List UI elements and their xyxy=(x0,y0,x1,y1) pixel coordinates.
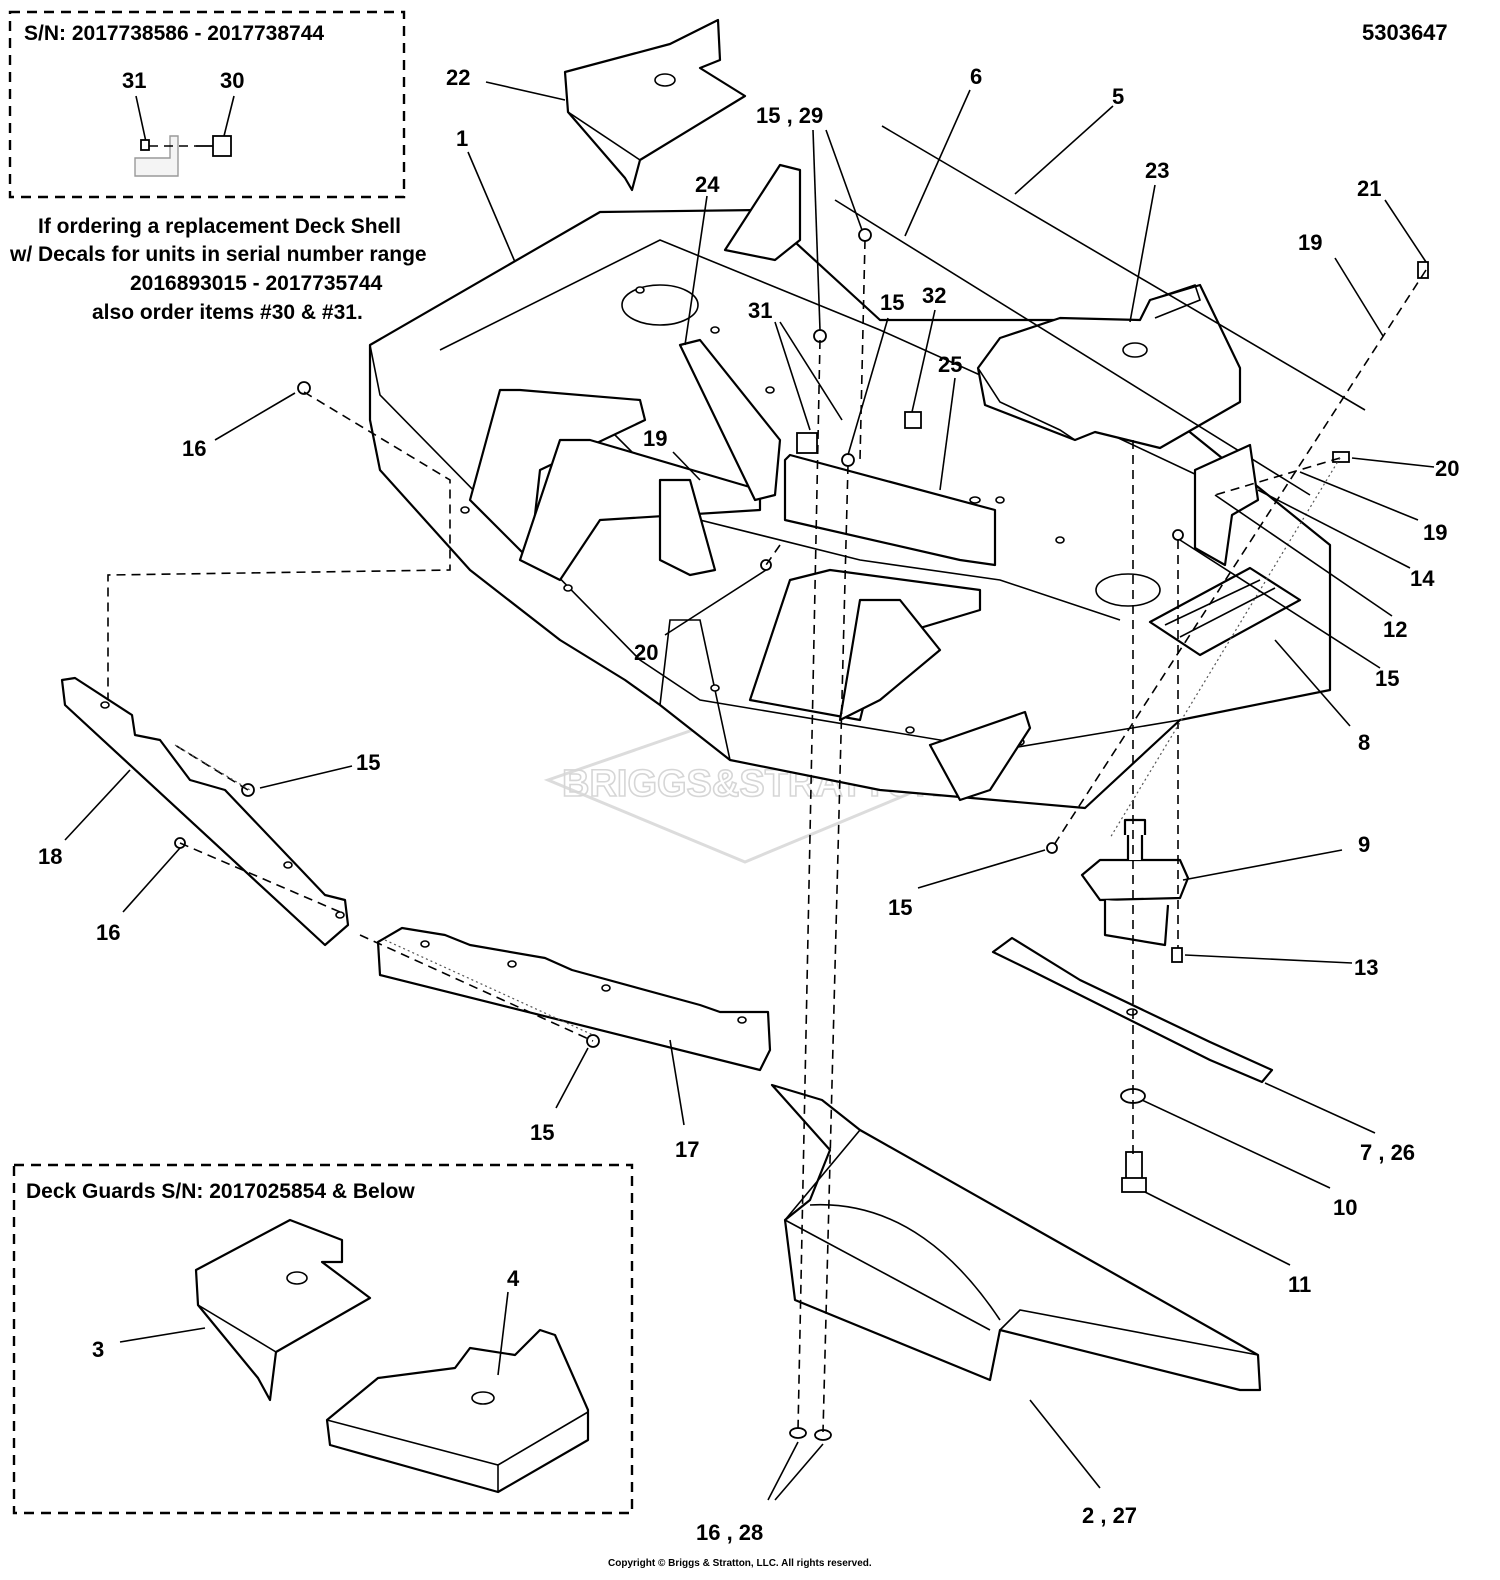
baffle-25 xyxy=(783,453,997,567)
callout-15-right: 15 xyxy=(1375,666,1399,691)
deck-guards-inset-border xyxy=(12,1163,634,1515)
rods-5-6 xyxy=(834,125,1366,496)
callout-32: 32 xyxy=(922,283,946,308)
diagram-number: 5303647 xyxy=(1362,20,1448,45)
callout-20-right: 20 xyxy=(1435,456,1459,481)
callout-labels: 22 1 24 15 , 29 6 5 23 21 19 31 15 32 25… xyxy=(38,64,1459,1545)
spindle-9 xyxy=(1080,818,1190,947)
callout-1: 1 xyxy=(456,126,468,151)
callout-16-left: 16 xyxy=(182,436,206,461)
serial-inset-title: S/N: 2017738586 - 2017738744 xyxy=(24,22,324,45)
bolt-13 xyxy=(1171,947,1183,963)
callout-17: 17 xyxy=(675,1137,699,1162)
callout-2-27: 2 , 27 xyxy=(1082,1503,1137,1528)
callout-23: 23 xyxy=(1145,158,1169,183)
copyright-text: Copyright © Briggs & Stratton, LLC. All … xyxy=(608,1558,872,1569)
callout-13: 13 xyxy=(1354,955,1378,980)
rear-guard-17 xyxy=(376,926,772,1072)
callout-18: 18 xyxy=(38,844,62,869)
step-plate-8 xyxy=(1148,566,1302,657)
callout-15-left: 15 xyxy=(356,750,380,775)
note-line-3: 2016893015 - 2017735744 xyxy=(130,272,383,295)
callout-11: 11 xyxy=(1288,1272,1311,1297)
callout-19-top: 19 xyxy=(1298,230,1322,255)
callout-31: 31 xyxy=(748,298,772,323)
callout-10: 10 xyxy=(1333,1195,1357,1220)
callout-19-center: 19 xyxy=(643,426,667,451)
callout-22: 22 xyxy=(446,65,470,90)
callout-7-26: 7 , 26 xyxy=(1360,1140,1415,1165)
clip-part-31 xyxy=(140,139,150,151)
callout-15-spindle: 15 xyxy=(888,895,912,920)
guard-part-3 xyxy=(194,1218,372,1402)
deck-guards-inset: Deck Guards S/N: 2017025854 & Below 3 4 xyxy=(12,1163,634,1515)
leader-lines xyxy=(64,81,1435,1501)
serial-inset: S/N: 2017738586 - 2017738744 31 30 xyxy=(8,10,406,199)
screws-16-28 xyxy=(789,1427,832,1441)
serial-inset-label-31: 31 xyxy=(122,68,146,93)
deck-cover-22 xyxy=(563,18,747,192)
note-line-1: If ordering a replacement Deck Shell xyxy=(38,215,401,238)
callout-24: 24 xyxy=(695,172,720,197)
bracket-piece xyxy=(134,135,179,177)
callout-9: 9 xyxy=(1358,832,1370,857)
ordering-note: If ordering a replacement Deck Shell w/ … xyxy=(9,215,427,324)
serial-inset-label-30: 30 xyxy=(220,68,244,93)
callout-14: 14 xyxy=(1410,566,1435,591)
callout-25: 25 xyxy=(938,352,962,377)
callout-12: 12 xyxy=(1383,617,1407,642)
guard-part-4 xyxy=(325,1328,590,1494)
deck-guards-label-3: 3 xyxy=(92,1337,104,1362)
callout-6: 6 xyxy=(970,64,982,89)
callout-16-28: 16 , 28 xyxy=(696,1520,763,1545)
belt-cover-23 xyxy=(976,283,1242,450)
callout-15-29: 15 , 29 xyxy=(756,103,823,128)
callout-8: 8 xyxy=(1358,730,1370,755)
callout-19-right: 19 xyxy=(1423,520,1447,545)
callout-15-bottom: 15 xyxy=(530,1120,554,1145)
callout-15-center: 15 xyxy=(880,290,904,315)
callout-20-center: 20 xyxy=(634,640,658,665)
bolt-11 xyxy=(1121,1151,1147,1193)
note-line-4: also order items #30 & #31. xyxy=(92,301,363,324)
assembly-lines xyxy=(107,239,1427,1433)
lower-deflector-2 xyxy=(770,1083,1262,1392)
hardware-markers xyxy=(174,228,1429,1048)
deck-guards-label-4: 4 xyxy=(507,1266,520,1291)
deck-brackets xyxy=(468,163,1032,802)
callout-21: 21 xyxy=(1357,176,1381,201)
serial-inset-border xyxy=(8,10,406,199)
callout-5: 5 xyxy=(1112,84,1124,109)
callout-16-lower: 16 xyxy=(96,920,120,945)
side-guard-18 xyxy=(60,676,350,947)
note-line-2: w/ Decals for units in serial number ran… xyxy=(9,243,427,266)
bumper-part-30 xyxy=(212,135,232,157)
deck-guards-inset-title: Deck Guards S/N: 2017025854 & Below xyxy=(26,1180,415,1203)
side-bracket-14 xyxy=(1193,443,1260,567)
